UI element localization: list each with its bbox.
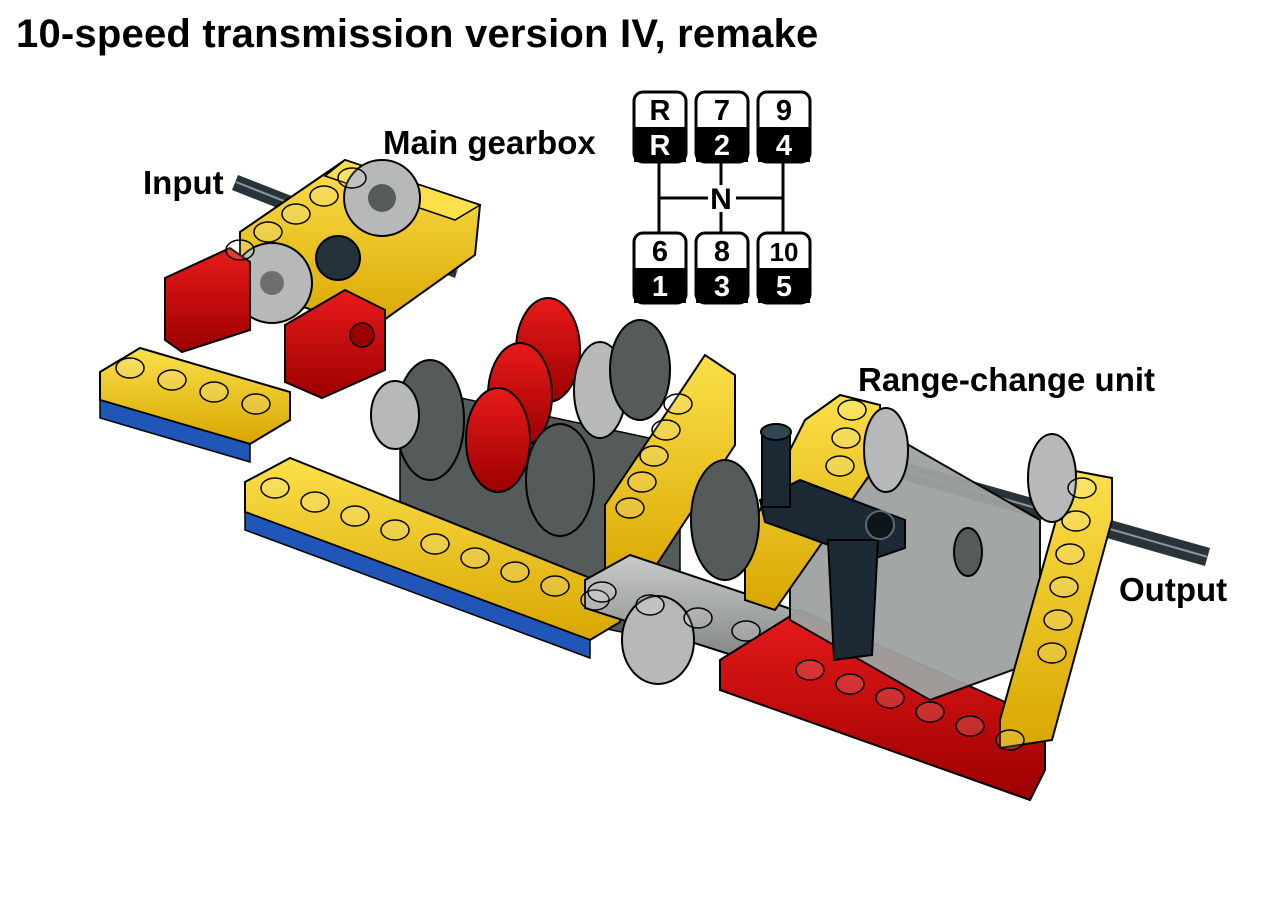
stud bbox=[795, 659, 825, 681]
gear-key-lower: R bbox=[650, 130, 671, 162]
stud bbox=[955, 715, 985, 737]
gear-key: 83 bbox=[694, 231, 750, 305]
stud bbox=[1055, 543, 1085, 565]
stud bbox=[995, 729, 1025, 751]
stud bbox=[281, 203, 311, 225]
stud bbox=[460, 547, 490, 569]
stud bbox=[300, 491, 330, 513]
stud bbox=[683, 607, 713, 629]
stud bbox=[587, 581, 617, 603]
stud bbox=[1061, 510, 1091, 532]
diagram-title: 10-speed transmission version IV, remake bbox=[16, 12, 819, 56]
stud bbox=[825, 455, 855, 477]
stud bbox=[199, 381, 229, 403]
stud bbox=[340, 505, 370, 527]
stud bbox=[1067, 477, 1097, 499]
gear-key-lower: 4 bbox=[776, 130, 792, 162]
output-label: Output bbox=[1119, 571, 1228, 608]
gear-key-lower: 5 bbox=[776, 271, 792, 303]
gear-key-lower: 3 bbox=[714, 271, 730, 303]
stud bbox=[337, 167, 367, 189]
stud bbox=[500, 561, 530, 583]
input-label: Input bbox=[143, 164, 224, 201]
gear-key-upper: 7 bbox=[714, 95, 730, 127]
stud bbox=[639, 445, 669, 467]
stud bbox=[837, 399, 867, 421]
neutral-label: N bbox=[710, 183, 732, 216]
stud bbox=[635, 594, 665, 616]
gear-key: 61 bbox=[632, 231, 688, 305]
stud bbox=[115, 357, 145, 379]
stud bbox=[875, 687, 905, 709]
stud-layer bbox=[115, 167, 1097, 751]
stud bbox=[241, 393, 271, 415]
stud bbox=[420, 533, 450, 555]
main-gearbox bbox=[99, 158, 801, 685]
stud bbox=[253, 221, 283, 243]
stud bbox=[731, 620, 761, 642]
stud bbox=[380, 519, 410, 541]
stud bbox=[157, 369, 187, 391]
stud bbox=[1049, 576, 1079, 598]
gear-key: 94 bbox=[756, 90, 812, 164]
stud bbox=[915, 701, 945, 723]
stud bbox=[831, 427, 861, 449]
range-change-unit-label: Range-change unit bbox=[858, 361, 1156, 398]
stud bbox=[260, 477, 290, 499]
stud bbox=[540, 575, 570, 597]
gear-key-upper: 10 bbox=[770, 237, 799, 267]
stud bbox=[663, 393, 693, 415]
gear-key: RR bbox=[632, 90, 688, 164]
gear-key-lower: 2 bbox=[714, 130, 730, 162]
gear-key-upper: R bbox=[650, 95, 671, 127]
stud bbox=[309, 185, 339, 207]
stud bbox=[835, 673, 865, 695]
gear-key-upper: 9 bbox=[776, 95, 792, 127]
main-gearbox-label: Main gearbox bbox=[383, 124, 596, 161]
stud bbox=[1037, 642, 1067, 664]
gear-key-lower: 1 bbox=[652, 271, 668, 303]
gear-key: 72 bbox=[694, 90, 750, 164]
stud bbox=[1043, 609, 1073, 631]
stud bbox=[627, 471, 657, 493]
gear-key-upper: 8 bbox=[714, 236, 730, 268]
gear-key-upper: 6 bbox=[652, 236, 668, 268]
shift-pattern: N bbox=[657, 160, 785, 236]
range-change-unit bbox=[690, 393, 1113, 802]
stud bbox=[225, 239, 255, 261]
stud bbox=[651, 419, 681, 441]
gear-key: 105 bbox=[756, 231, 812, 305]
stud bbox=[615, 497, 645, 519]
